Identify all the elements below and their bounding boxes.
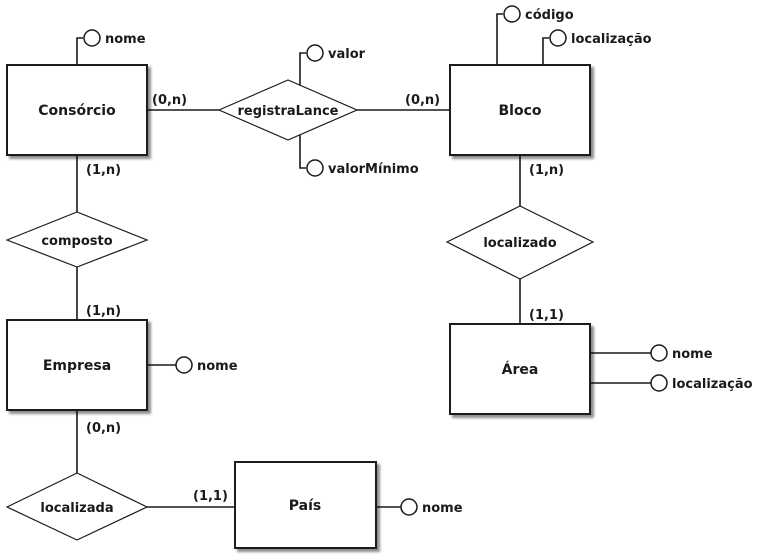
relationship-localizado[interactable]: localizado bbox=[445, 205, 595, 280]
attribute-consorcio-nome[interactable]: nome bbox=[83, 29, 146, 47]
entity-pais[interactable]: País bbox=[234, 461, 377, 549]
attribute-label: localização bbox=[672, 377, 753, 392]
cardinality-consorcio-registralance: (0,n) bbox=[152, 93, 187, 108]
entity-bloco[interactable]: Bloco bbox=[449, 64, 591, 156]
attribute-label: nome bbox=[105, 32, 146, 47]
connector-lines bbox=[76, 13, 651, 508]
attribute-label: localização bbox=[571, 32, 652, 47]
attribute-label: valorMínimo bbox=[328, 162, 419, 177]
cardinality-bloco-registralance: (0,n) bbox=[405, 93, 440, 108]
attribute-circle-icon bbox=[83, 29, 101, 47]
entity-empresa[interactable]: Empresa bbox=[6, 319, 148, 411]
entity-label: País bbox=[289, 498, 321, 514]
line-registralance-valorminimo bbox=[299, 130, 306, 169]
cardinality-empresa-composto: (1,n) bbox=[86, 304, 121, 319]
line-registralance-valor bbox=[299, 52, 306, 90]
attribute-circle-icon bbox=[549, 29, 567, 47]
relationship-label: composto bbox=[41, 234, 112, 249]
cardinality-area-localizado: (1,1) bbox=[529, 308, 564, 323]
attribute-empresa-nome[interactable]: nome bbox=[175, 356, 238, 374]
attribute-circle-icon bbox=[306, 44, 324, 62]
relationship-registralance[interactable]: registraLance bbox=[217, 79, 359, 141]
attribute-registralance-valor[interactable]: valor bbox=[306, 44, 366, 62]
attribute-bloco-codigo[interactable]: código bbox=[503, 5, 574, 23]
entity-label: Bloco bbox=[498, 103, 541, 119]
cardinality-pais-localizada: (1,1) bbox=[193, 489, 228, 504]
cardinality-consorcio-composto: (1,n) bbox=[86, 163, 121, 178]
line-consorcio-nome bbox=[76, 37, 83, 65]
attribute-label: nome bbox=[197, 359, 238, 374]
cardinality-labels: (0,n) (0,n) (1,n) (1,n) (1,n) (1,1) (0,n… bbox=[86, 93, 564, 504]
relationship-localizada[interactable]: localizada bbox=[5, 472, 149, 541]
attribute-label: nome bbox=[672, 347, 713, 362]
entity-consorcio[interactable]: Consórcio bbox=[6, 64, 148, 156]
attribute-label: valor bbox=[328, 47, 366, 62]
attribute-pais-nome[interactable]: nome bbox=[400, 498, 463, 516]
attribute-circle-icon bbox=[503, 5, 521, 23]
entity-label: Consórcio bbox=[38, 103, 116, 119]
attribute-circle-icon bbox=[400, 498, 418, 516]
entity-area[interactable]: Área bbox=[449, 323, 591, 415]
attribute-label: nome bbox=[422, 501, 463, 516]
attribute-bloco-localizacao[interactable]: localização bbox=[549, 29, 652, 47]
attribute-circle-icon bbox=[175, 356, 193, 374]
line-bloco-codigo bbox=[496, 13, 503, 65]
cardinality-empresa-localizada: (0,n) bbox=[86, 421, 121, 436]
attribute-registralance-valorminimo[interactable]: valorMínimo bbox=[306, 159, 419, 177]
cardinality-bloco-localizado: (1,n) bbox=[529, 163, 564, 178]
attribute-area-localizacao[interactable]: localização bbox=[650, 374, 753, 392]
attribute-circle-icon bbox=[306, 159, 324, 177]
relationship-label: registraLance bbox=[238, 104, 339, 119]
relationship-label: localizado bbox=[483, 236, 556, 251]
line-bloco-localizacao bbox=[542, 37, 549, 65]
relationship-label: localizada bbox=[40, 501, 113, 516]
attribute-area-nome[interactable]: nome bbox=[650, 344, 713, 362]
attribute-circle-icon bbox=[650, 374, 668, 392]
entity-label: Empresa bbox=[43, 358, 111, 374]
attribute-circle-icon bbox=[650, 344, 668, 362]
relationship-composto[interactable]: composto bbox=[5, 211, 149, 268]
entity-label: Área bbox=[502, 361, 539, 378]
attribute-label: código bbox=[525, 8, 574, 23]
